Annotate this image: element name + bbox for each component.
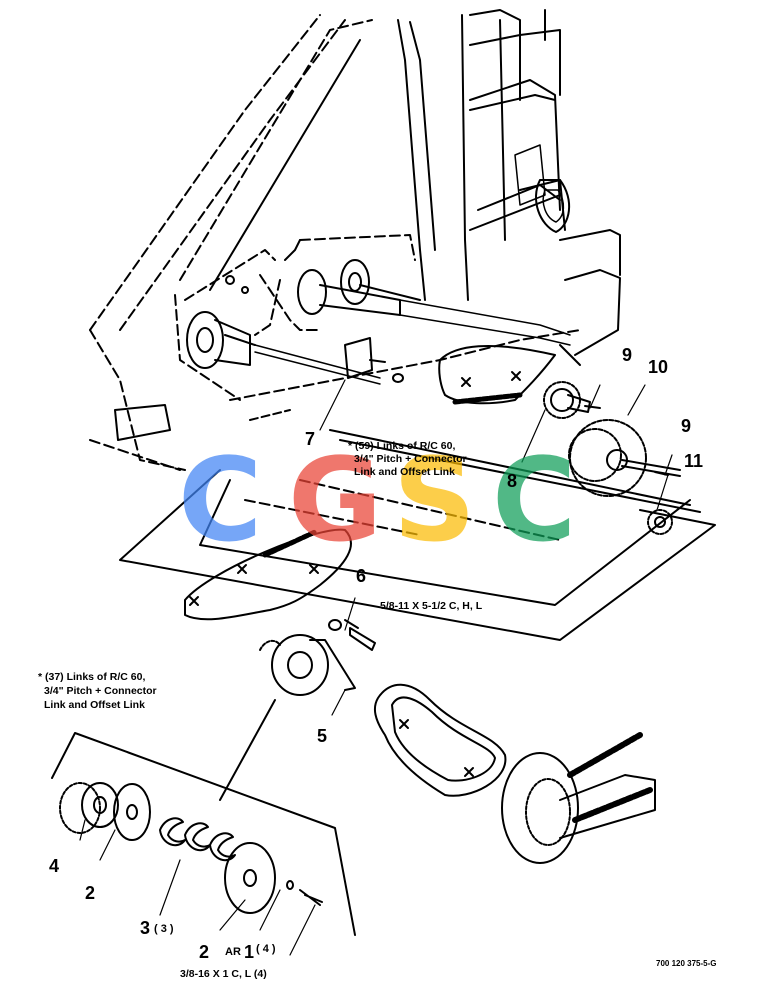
callouts: 7 8 9 10 9 11 6 5 4 2 3 ( 3 ) 2 AR 1 ( 4…: [49, 345, 703, 962]
notes: * (59) Links of R/C 60, 3/4" Pitch + Con…: [38, 440, 717, 980]
part-7-plate: [344, 337, 404, 383]
part-3-springs: [159, 817, 236, 862]
bolt-1-spec: 3/8-16 X 1 C, L (4): [180, 968, 267, 980]
part-9-key-lower: [654, 471, 669, 476]
part-11-sprocket: [647, 509, 673, 535]
callout-6: 6: [356, 566, 366, 586]
lower-chain-note-line-3: Link and Offset Link: [44, 699, 145, 711]
part-2-disc-lower: [224, 842, 276, 914]
watermark-letter-c1: C: [178, 434, 262, 568]
upper-chain-note-line-2: 3/4" Pitch + Connector: [354, 453, 467, 465]
exploded-view-frame: [51, 699, 356, 936]
callout-10: 10: [648, 357, 668, 377]
left-bearing-assembly: [186, 311, 381, 385]
part-1-bolt: [286, 880, 323, 906]
part-2-disc-upper: [113, 783, 151, 841]
drive-chain-loop: [373, 683, 507, 797]
chain-shield-outline: [119, 429, 716, 641]
callout-3: 3: [140, 918, 150, 938]
callout-3-quantity: ( 3 ): [154, 923, 174, 935]
watermark-letter-s: S: [393, 434, 476, 568]
part-9-key-upper: [584, 405, 601, 409]
watermark-letter-g: G: [288, 434, 382, 568]
upper-bearing-assembly: [225, 259, 571, 346]
part-4-hub: [59, 782, 119, 834]
bolt-6-spec: 5/8-11 X 5-1/2 C, H, L: [380, 600, 483, 612]
callout-5: 5: [317, 726, 327, 746]
clutch-hub: [259, 634, 356, 696]
lower-chain-loop: [184, 528, 352, 621]
callout-7: 7: [305, 429, 315, 449]
baler-frame: [89, 9, 621, 471]
cgsc-watermark: C G S C: [178, 434, 576, 568]
upper-chain-note-line-1: * (59) Links of R/C 60,: [348, 440, 455, 452]
upper-chain-note-line-3: Link and Offset Link: [354, 466, 455, 478]
callout-9-lower: 9: [681, 416, 691, 436]
callout-1-quantity: ( 4 ): [256, 943, 276, 955]
watermark-letter-c2: C: [492, 434, 576, 568]
part-6-bolt: [328, 619, 376, 651]
callout-11: 11: [684, 451, 703, 471]
part-10-sprocket: [568, 419, 681, 497]
lower-chain-note-line-2: 3/4" Pitch + Connector: [44, 685, 157, 697]
callout-1: 1: [244, 942, 254, 962]
callout-2-upper: 2: [85, 883, 95, 903]
callout-8: 8: [507, 471, 517, 491]
leader-lines: [79, 379, 673, 956]
callout-1-ar: AR: [225, 946, 241, 958]
part-8-sprocket: [543, 381, 591, 419]
reference-code: 700 120 375-5-G: [656, 959, 717, 968]
callout-9-upper: 9: [622, 345, 632, 365]
upper-chain-guard: [438, 344, 556, 405]
callout-4: 4: [49, 856, 59, 876]
drive-pulley: [501, 732, 656, 864]
lower-chain-note-line-1: * (37) Links of R/C 60,: [38, 671, 145, 683]
callout-2-lower: 2: [199, 942, 209, 962]
